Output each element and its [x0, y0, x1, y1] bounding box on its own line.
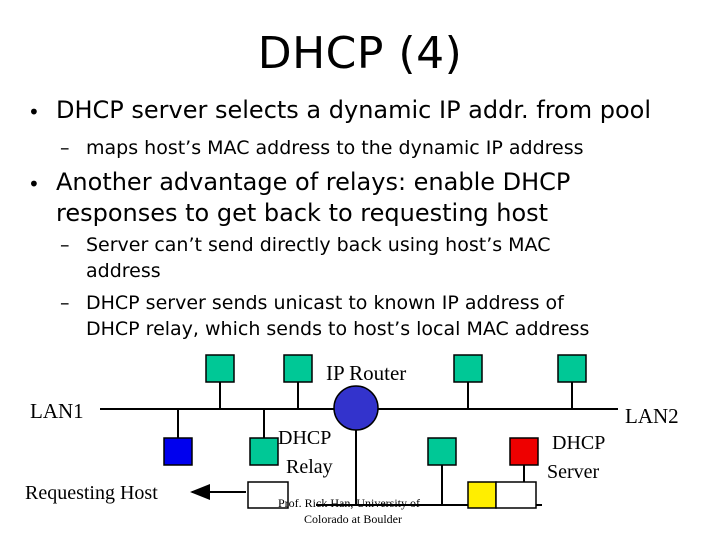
- packet-box: [247, 481, 289, 509]
- host-computer: [557, 354, 587, 383]
- packet-body: [495, 481, 537, 509]
- requesting-host-computer: [163, 437, 193, 466]
- bullet-dot: •: [28, 100, 40, 124]
- dhcp-relay-computer: [249, 437, 279, 466]
- bullet-dot: •: [28, 172, 40, 196]
- bullet-2-sub-2-line-1: DHCP server sends unicast to known IP ad…: [86, 292, 564, 314]
- bullet-1-sub-1: maps host’s MAC address to the dynamic I…: [86, 137, 584, 159]
- sub-bullet-dash: –: [60, 137, 70, 159]
- dhcp-server-computer: [509, 437, 539, 466]
- dhcp-server-label-line-1: DHCP: [552, 432, 606, 454]
- host-computer: [283, 354, 313, 383]
- host-computer: [427, 437, 457, 466]
- host-computer: [205, 354, 235, 383]
- ip-router-label: IP Router: [326, 361, 407, 385]
- footer-line-2: Colorado at Boulder: [304, 512, 402, 526]
- dhcp-relay-label-line-1: DHCP: [278, 427, 332, 449]
- bullet-2-sub-2-line-2: DHCP relay, which sends to host’s local …: [86, 318, 590, 340]
- ip-router-node: [333, 385, 379, 431]
- bullet-1-text: DHCP server selects a dynamic IP addr. f…: [56, 96, 652, 124]
- bullet-2-line-2: responses to get back to requesting host: [56, 199, 549, 227]
- slide-title: DHCP (4): [257, 28, 463, 79]
- lan2-label: LAN2: [625, 404, 679, 428]
- dhcp-server-label-line-2: Server: [547, 461, 600, 483]
- footer-line-1: Prof. Rick Han, University of: [278, 496, 420, 510]
- host-computer: [453, 354, 483, 383]
- sub-bullet-dash: –: [60, 292, 70, 314]
- dhcp-relay-label-line-2: Relay: [286, 456, 333, 478]
- bullet-2-sub-1-line-2: address: [86, 260, 161, 282]
- bullet-2-line-1: Another advantage of relays: enable DHCP: [56, 168, 571, 196]
- bullet-2-sub-1-line-1: Server can’t send directly back using ho…: [86, 234, 551, 256]
- requesting-host-label: Requesting Host: [25, 482, 158, 504]
- packet-header: [467, 481, 497, 509]
- lan1-label: LAN1: [30, 399, 84, 423]
- sub-bullet-dash: –: [60, 234, 70, 256]
